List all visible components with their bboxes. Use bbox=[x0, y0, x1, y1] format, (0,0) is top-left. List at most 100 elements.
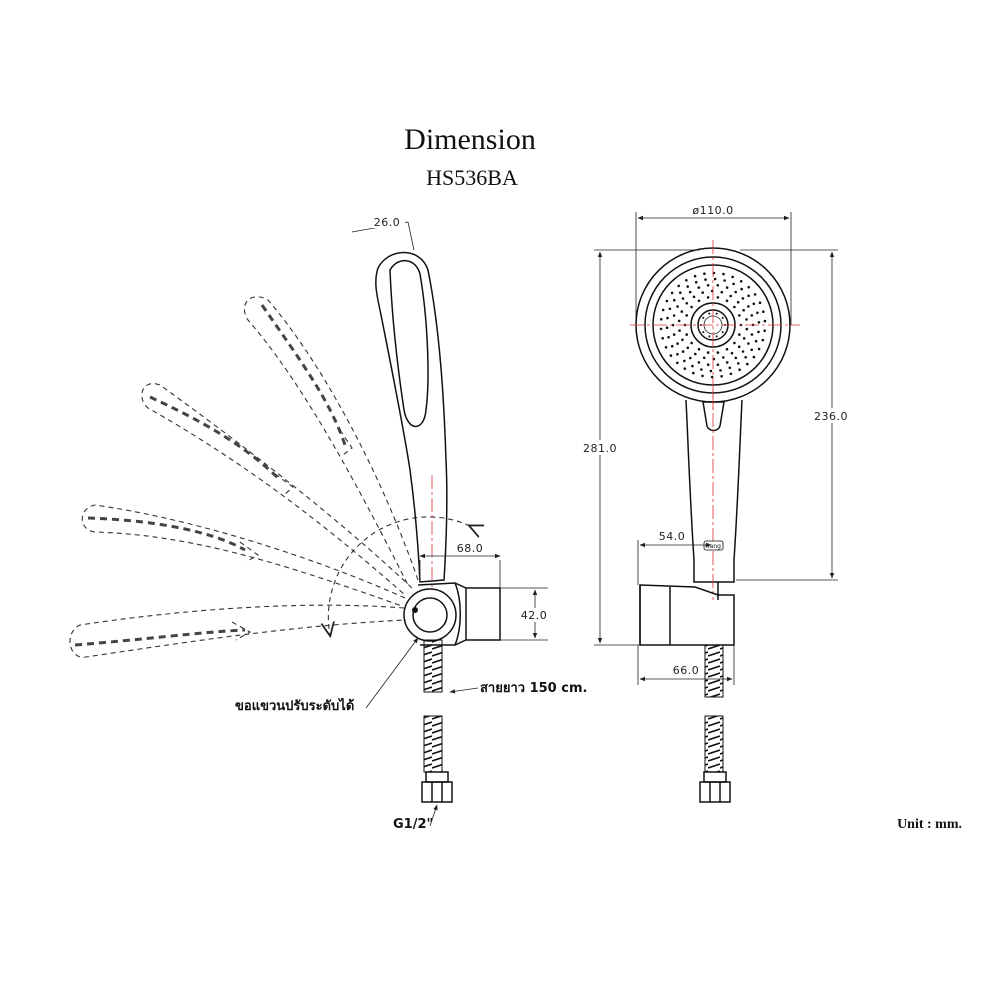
nozzle-dot bbox=[737, 362, 740, 365]
nozzle-dot bbox=[716, 296, 720, 299]
nozzle-dot bbox=[685, 333, 688, 336]
nozzle-dot bbox=[729, 372, 733, 376]
nozzle-dot bbox=[694, 280, 698, 284]
nozzle-dot bbox=[745, 327, 749, 331]
holder-front bbox=[639, 582, 735, 646]
center-nozzle-dot bbox=[715, 335, 718, 338]
nozzle-dot bbox=[747, 305, 750, 308]
nozzle-dot bbox=[744, 356, 747, 359]
nozzle-dot bbox=[757, 321, 761, 324]
nozzle-dot bbox=[741, 297, 745, 300]
nozzle-dot bbox=[664, 346, 668, 349]
nozzle-dot bbox=[691, 364, 694, 368]
nozzle-dot bbox=[746, 362, 749, 366]
nozzle-dot bbox=[706, 363, 710, 367]
adjustable-holder-label: ขอแขวนปรับระดับได้ bbox=[235, 697, 354, 714]
center-nozzle-dot bbox=[715, 312, 718, 315]
nozzle-dot bbox=[738, 368, 741, 372]
head-width-dimension: 26.0 bbox=[374, 216, 401, 229]
front-view: ø110.0 Hang 54.0 66.0 bbox=[578, 204, 854, 803]
nozzle-dot bbox=[681, 350, 685, 353]
nozzle-dot bbox=[747, 342, 750, 345]
nozzle-dot bbox=[756, 311, 759, 315]
nozzle-dot bbox=[690, 305, 693, 309]
nozzle-dot bbox=[758, 301, 762, 305]
holder-height-dimension: 42.0 bbox=[521, 609, 548, 622]
nozzle-dot bbox=[725, 299, 729, 303]
nozzle-dot bbox=[672, 314, 676, 317]
nozzle-dot bbox=[697, 286, 701, 289]
nozzle-dot bbox=[685, 314, 688, 317]
nozzle-dot bbox=[670, 344, 674, 348]
nozzle-dot bbox=[725, 286, 729, 289]
nozzle-dot bbox=[757, 330, 760, 334]
nozzle-dot bbox=[697, 347, 701, 351]
nozzle-dot bbox=[704, 278, 707, 281]
nozzle-dot bbox=[736, 300, 740, 304]
nozzle-dot bbox=[661, 308, 665, 312]
center-nozzle-dot bbox=[708, 312, 711, 315]
nozzle-dot bbox=[730, 351, 734, 355]
nozzle-dot bbox=[666, 316, 669, 320]
nozzle-dot bbox=[685, 279, 688, 282]
nozzle-dot bbox=[701, 374, 704, 378]
nozzle-dot bbox=[733, 341, 736, 345]
nozzle-dot bbox=[738, 314, 741, 317]
nozzle-dot bbox=[741, 350, 745, 353]
nozzle-dot bbox=[697, 299, 701, 303]
side-view: 26.0 68.0 42.0 bbox=[69, 214, 587, 832]
shower-height-dimension: 236.0 bbox=[814, 410, 848, 423]
ghost-handset-2 bbox=[141, 383, 413, 596]
head-diameter-dimension: ø110.0 bbox=[692, 204, 733, 217]
nozzle-dot bbox=[701, 291, 704, 294]
model-number: HS536BA bbox=[426, 165, 518, 190]
nozzle-dot bbox=[706, 351, 710, 354]
nozzle-dot bbox=[733, 305, 736, 309]
nozzle-dot bbox=[763, 319, 767, 323]
nozzle-dot bbox=[722, 356, 725, 359]
nozzle-dot bbox=[668, 307, 672, 311]
nozzle-dot bbox=[739, 280, 743, 283]
nozzle-dot bbox=[763, 329, 766, 333]
hose-nut-front bbox=[699, 771, 731, 803]
nozzle-dot bbox=[729, 294, 732, 298]
ghost-handset-1 bbox=[243, 296, 419, 586]
nozzle-dot bbox=[734, 356, 738, 360]
nozzle-dot bbox=[710, 375, 714, 379]
hose-front-upper bbox=[704, 644, 724, 698]
nozzle-dot bbox=[750, 348, 753, 352]
nozzle-dot bbox=[667, 335, 670, 339]
nozzle-dot bbox=[747, 285, 750, 289]
nozzle-dot bbox=[742, 337, 746, 340]
nozzle-dot bbox=[676, 305, 679, 308]
nozzle-dot bbox=[677, 319, 681, 323]
nozzle-dot bbox=[683, 367, 687, 371]
nozzle-dot bbox=[716, 284, 720, 287]
nozzle-dot bbox=[697, 361, 701, 364]
nozzle-dot bbox=[703, 272, 706, 276]
nozzle-dot bbox=[659, 327, 663, 331]
center-nozzle-dot bbox=[721, 316, 724, 319]
nozzle-dot bbox=[747, 294, 750, 298]
nozzle-dot bbox=[694, 352, 697, 356]
nozzle-dot bbox=[681, 297, 685, 300]
nozzle-dot bbox=[688, 290, 692, 294]
nozzle-dot bbox=[690, 341, 693, 345]
nozzle-dot bbox=[665, 299, 669, 303]
nozzle-dot bbox=[678, 329, 681, 332]
nozzle-dot bbox=[680, 310, 684, 313]
nozzle-dot bbox=[731, 275, 734, 279]
nozzle-dot bbox=[661, 337, 664, 340]
thread-size-label: G1/2" bbox=[393, 817, 433, 832]
nozzle-dot bbox=[757, 347, 761, 351]
nozzle-dot bbox=[670, 291, 674, 295]
nozzle-dot bbox=[665, 326, 669, 330]
nozzle-dot bbox=[716, 351, 720, 354]
nozzle-dot bbox=[677, 284, 680, 288]
nozzle-dot bbox=[683, 359, 686, 363]
drawing-title: Dimension bbox=[404, 123, 536, 156]
nozzle-dot bbox=[709, 369, 713, 373]
center-nozzle-dot bbox=[702, 316, 705, 319]
center-nozzle-dot bbox=[702, 331, 705, 334]
nozzle-dot bbox=[702, 356, 706, 360]
